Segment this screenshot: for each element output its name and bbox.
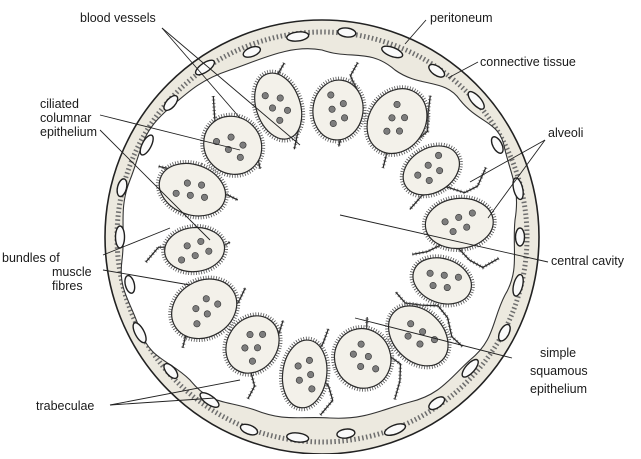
label-squamous-line-2: squamous <box>530 364 588 378</box>
blood-vessel <box>516 228 525 246</box>
alveolus-nucleus <box>178 256 185 263</box>
alveolus-nucleus <box>450 228 457 235</box>
alveolus-nucleus <box>197 238 204 245</box>
label-ciliated-line-1: ciliated <box>40 97 79 111</box>
label-muscle-line-3: fibres <box>52 279 83 293</box>
label-alveoli: alveoli <box>548 126 583 140</box>
alveolus-nucleus <box>469 210 476 217</box>
alveolus-nucleus <box>205 248 212 255</box>
label-central-cavity: central cavity <box>551 254 625 268</box>
blood-vessel <box>116 226 125 248</box>
label-muscle-line-2: muscle <box>52 265 92 279</box>
label-ciliated-line-3: epithelium <box>40 125 97 139</box>
label-ciliated-line-2: columnar <box>40 111 91 125</box>
label-blood-vessels: blood vessels <box>80 11 156 25</box>
alveolus-nucleus <box>455 214 462 221</box>
label-muscle-line-1: bundles of <box>2 251 60 265</box>
label-squamous-line-1: simple <box>540 346 576 360</box>
alveolus-nucleus <box>463 224 470 231</box>
label-squamous-line-3: epithelium <box>530 382 587 396</box>
alveolus-nucleus <box>442 218 449 225</box>
label-peritoneum: peritoneum <box>430 11 493 25</box>
alveolus-nucleus <box>192 252 199 259</box>
label-connective-tissue: connective tissue <box>480 55 576 69</box>
label-trabeculae: trabeculae <box>36 399 94 413</box>
alveolus-nucleus <box>184 242 191 249</box>
